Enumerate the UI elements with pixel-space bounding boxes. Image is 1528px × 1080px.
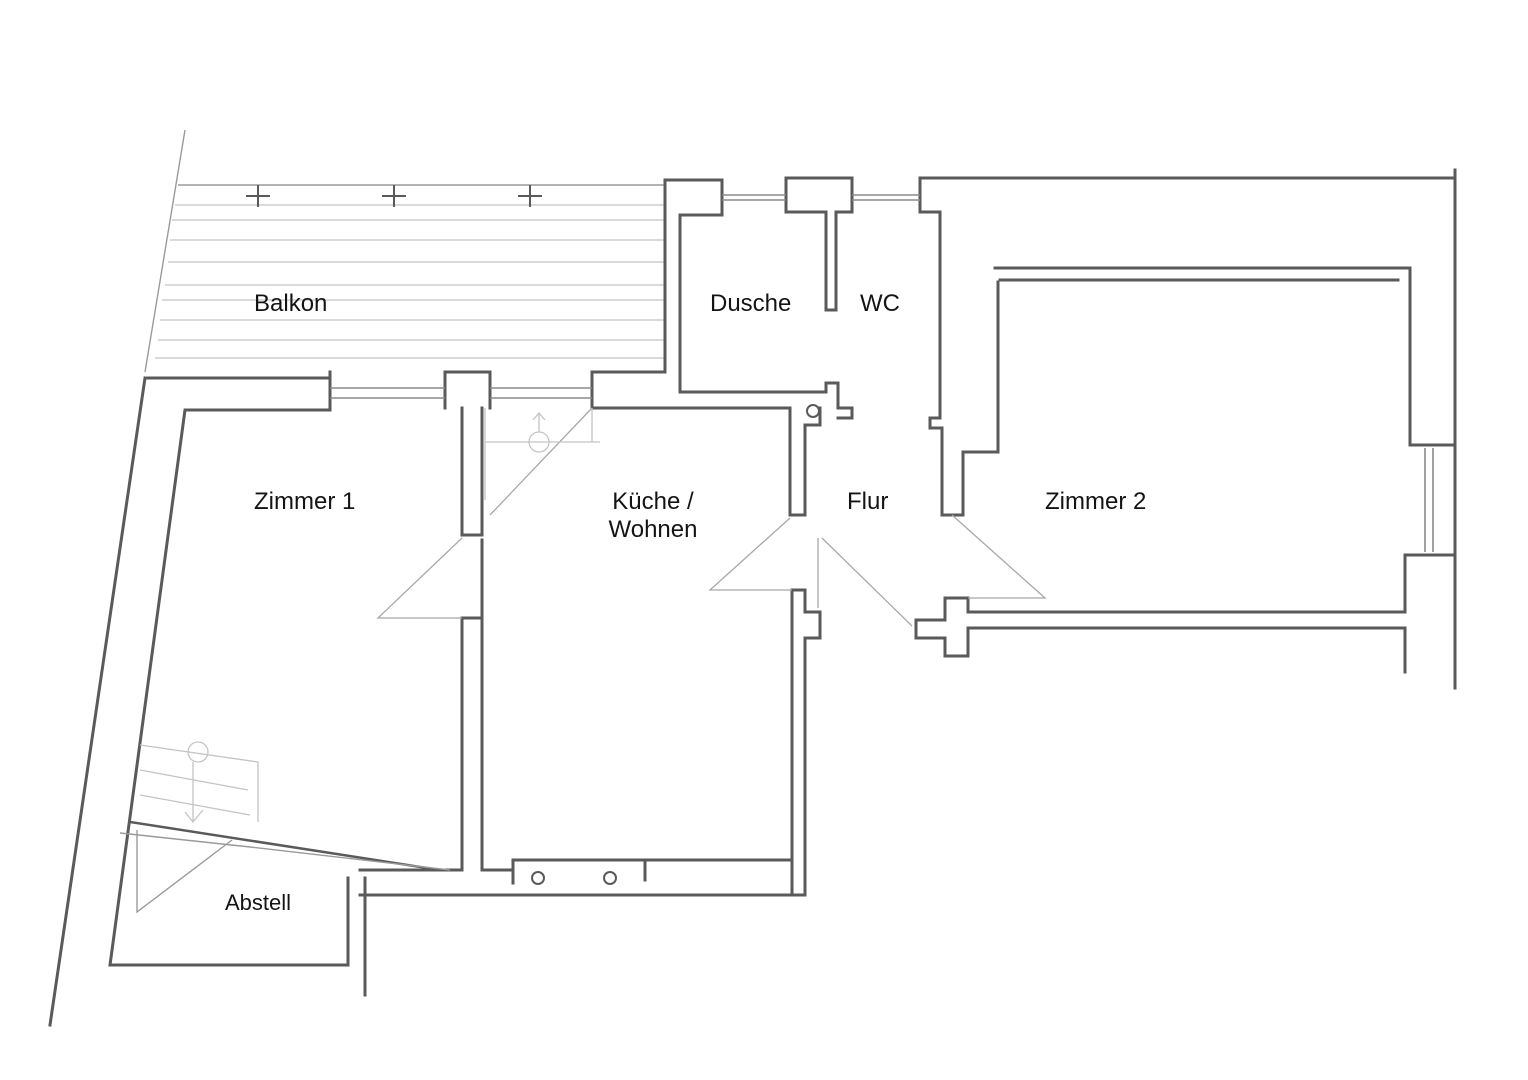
room-label-wc: WC: [860, 290, 900, 317]
stair-arrow-down-icon: [139, 741, 259, 824]
room-label-dusche: Dusche: [710, 290, 792, 317]
abstell-stair-underside: [119, 820, 451, 914]
windows: [330, 194, 1434, 552]
balcony-railing-post-icon: [246, 185, 542, 207]
outer-boundary: [48, 129, 665, 1027]
room-label-abstell: Abstell: [225, 890, 292, 915]
room-label-balkon: Balkon: [254, 290, 328, 317]
room-label-zimmer2: Zimmer 2: [1045, 488, 1147, 515]
room-label-kueche-line1: Küche /: [612, 488, 694, 515]
balcony-deck: [155, 204, 665, 359]
room-label-flur: Flur: [847, 488, 889, 515]
room-label-kueche: Küche / Wohnen: [598, 488, 708, 544]
room-label-kueche-line2: Wohnen: [608, 516, 698, 543]
room-label-zimmer1: Zimmer 1: [254, 488, 356, 515]
stair-arrow-up-icon: [484, 408, 600, 500]
chimney-flue-icon: [531, 404, 820, 885]
walls: [108, 168, 1457, 997]
door-swings: [376, 407, 1047, 627]
